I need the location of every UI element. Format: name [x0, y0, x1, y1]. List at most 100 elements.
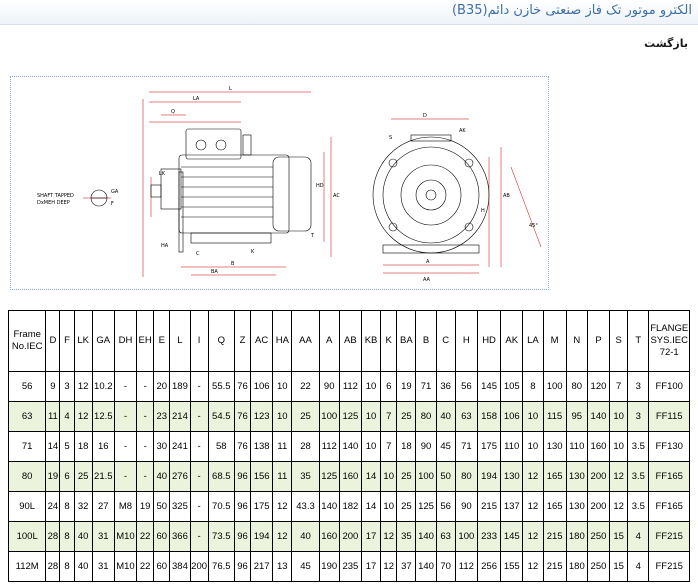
table-cell: 14	[360, 491, 382, 522]
table-cell: 165	[542, 491, 567, 522]
page-title: الکترو موتور تک فاز صنعتی خازن دائم(B35)	[451, 3, 692, 18]
table-cell: 165	[542, 461, 567, 492]
table-cell: 160	[338, 461, 362, 492]
table-cell: FF100	[648, 371, 690, 402]
table-cell: -	[189, 371, 209, 402]
table-cell: 10	[272, 401, 293, 432]
table-cell: 125	[415, 491, 437, 522]
table-cell: 5	[59, 431, 75, 462]
table-cell: 60	[153, 521, 171, 552]
table-cell: 200	[586, 491, 611, 522]
table-cell: 71	[7, 431, 47, 462]
table-cell: 76	[233, 401, 252, 432]
table-cell: 106	[500, 401, 524, 432]
table-cell: 140	[338, 431, 362, 462]
table-cell: 4	[59, 401, 75, 432]
table-cell: 110	[500, 431, 524, 462]
table-header-cell: C	[435, 310, 456, 372]
table-cell: 28	[45, 521, 61, 552]
table-cell: 22	[136, 551, 155, 582]
table-cell: 25	[396, 491, 417, 522]
side-view	[150, 128, 312, 253]
table-cell: 11	[45, 401, 61, 432]
label-AB: AB	[503, 193, 510, 199]
table-cell: 241	[169, 431, 191, 462]
back-link[interactable]: بازگشت	[644, 37, 688, 50]
table-cell: 12	[609, 461, 629, 492]
table-cell: 10	[272, 371, 293, 402]
table-header-cell: I	[189, 310, 209, 372]
table-cell: -	[136, 371, 155, 402]
table-header-cell: P	[586, 310, 611, 372]
table-cell: 160	[318, 521, 340, 552]
table-cell: 31	[91, 551, 115, 582]
table-cell: 182	[338, 491, 362, 522]
table-cell: 200	[586, 461, 611, 492]
table-cell: 10	[360, 401, 382, 432]
table-cell: 155	[500, 551, 524, 582]
table-cell: 55.5	[207, 371, 235, 402]
shaft-detail	[90, 189, 108, 207]
table-cell: -	[113, 431, 138, 462]
table-cell: 130	[500, 461, 524, 492]
table-cell: 250	[586, 551, 611, 582]
table-cell: M8	[113, 491, 138, 522]
table-cell: 73.5	[207, 521, 235, 552]
table-cell: 76	[233, 371, 252, 402]
table-cell: FF130	[648, 431, 690, 462]
table-cell: 15	[609, 551, 629, 582]
table-cell: 20	[153, 371, 171, 402]
table-cell: 95	[565, 401, 588, 432]
label-Q: Q	[171, 109, 175, 115]
table-cell: -	[136, 401, 155, 432]
table-cell: 215	[542, 521, 567, 552]
table-cell: 180	[565, 551, 588, 582]
table-cell: 175	[250, 491, 274, 522]
table-header-cell: B	[415, 310, 437, 372]
table-cell: 18	[73, 431, 93, 462]
table-cell: FF215	[648, 551, 690, 582]
table-cell: 12	[522, 521, 544, 552]
table-cell: 256	[476, 551, 502, 582]
table-cell: 50	[153, 491, 171, 522]
table-header-cell: GA	[91, 310, 115, 372]
table-cell: 70	[435, 551, 456, 582]
table-cell: 7	[380, 401, 398, 432]
table-cell: -	[189, 431, 209, 462]
table-cell: 13	[272, 551, 293, 582]
label-depth: DxMEH DEEP	[37, 200, 70, 206]
table-cell: 11	[272, 431, 293, 462]
table-cell: 12	[380, 551, 398, 582]
table-header-cell: EH	[136, 310, 155, 372]
label-AA: AA	[423, 277, 431, 283]
table-cell: 96	[233, 521, 252, 552]
label-shaft: SHAFT TAPPED	[37, 193, 74, 199]
table-header-cell: LK	[73, 310, 93, 372]
table-cell: 130	[565, 491, 588, 522]
table-cell: -	[136, 431, 155, 462]
table-header-cell: KB	[360, 310, 382, 372]
table-cell: -	[189, 521, 209, 552]
table-cell: -	[189, 401, 209, 432]
table-cell: 37	[396, 551, 417, 582]
table-cell: 31	[91, 521, 115, 552]
table-cell: 217	[250, 551, 274, 582]
table-header-cell: L	[169, 310, 191, 372]
table-cell: 80	[565, 371, 588, 402]
table-cell: 100	[542, 371, 567, 402]
table-header-cell: N	[565, 310, 588, 372]
table-cell: 40	[291, 521, 320, 552]
table-cell: 12	[522, 461, 544, 492]
table-cell: 112M	[7, 551, 47, 582]
table-cell: 233	[476, 521, 502, 552]
label-AK: AK	[459, 128, 466, 134]
table-cell: M10	[113, 551, 138, 582]
table-header-cell: F	[59, 310, 75, 372]
table-cell: 137	[500, 491, 524, 522]
table-cell: 145	[500, 521, 524, 552]
table-cell: 190	[318, 551, 340, 582]
table-cell: 112	[454, 551, 478, 582]
table-cell: 3	[627, 401, 650, 432]
table-cell: 60	[153, 551, 171, 582]
